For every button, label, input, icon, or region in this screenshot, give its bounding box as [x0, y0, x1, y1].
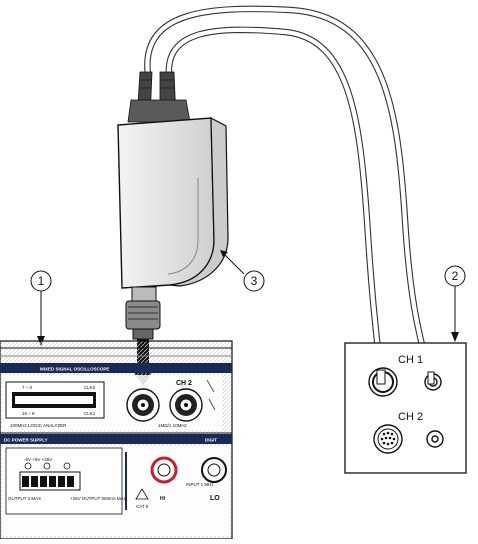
callout-1-number: 1	[38, 274, 45, 288]
callout-1: 1	[30, 270, 52, 292]
output-left-label: OUTPUT 3 MAX	[8, 496, 41, 501]
instrument-chassis	[0, 340, 233, 540]
callout-2-leader	[451, 286, 459, 342]
panel-ch1-label: CH 1	[398, 354, 423, 366]
callout-3-number: 3	[251, 274, 258, 288]
bnc-spec-label: 1MΩ/1 10MHz	[158, 423, 188, 428]
callout-3: 3	[243, 270, 265, 292]
power-terminals	[22, 476, 74, 487]
trig-row-top: 7 ÷ 0	[22, 385, 32, 390]
trig-row-bottom: 15 ÷ 8	[22, 411, 35, 416]
callout-3-leader	[220, 250, 245, 275]
digital-title: DIGIT	[205, 438, 217, 443]
logic-analyzer-label: 100MHz LOGIC ANALYZER	[10, 423, 67, 428]
callout-2-number: 2	[452, 269, 459, 283]
lo-label: LO	[210, 495, 220, 502]
multi-pin-contacts	[380, 431, 396, 446]
power-terminal-labels: -6V +6V +25V	[24, 457, 52, 462]
device-panel	[344, 342, 467, 474]
cat-label: CAT II	[136, 504, 148, 509]
probe-pod	[117, 71, 229, 340]
instrument-ch2-label: CH 2	[176, 380, 192, 387]
scope-title: MIXED SIGNAL OSCILLOSCOPE	[40, 367, 109, 372]
input-spec-label: INPUT 1 MHz	[186, 482, 214, 487]
cable-plugs	[376, 369, 435, 385]
hi-label: HI	[160, 496, 166, 502]
clk0-label: CLK0	[84, 385, 96, 390]
output-right-label: +25V OUTPUT 500mA MAX	[70, 496, 127, 501]
clk1-label: CLK1	[84, 411, 96, 416]
callout-1-leader	[37, 291, 45, 346]
dc-supply-title: DC POWER SUPPLY	[4, 438, 48, 443]
callout-2: 2	[444, 265, 466, 287]
panel-ch2-label: CH 2	[398, 411, 423, 423]
coax-cables	[144, 5, 434, 382]
